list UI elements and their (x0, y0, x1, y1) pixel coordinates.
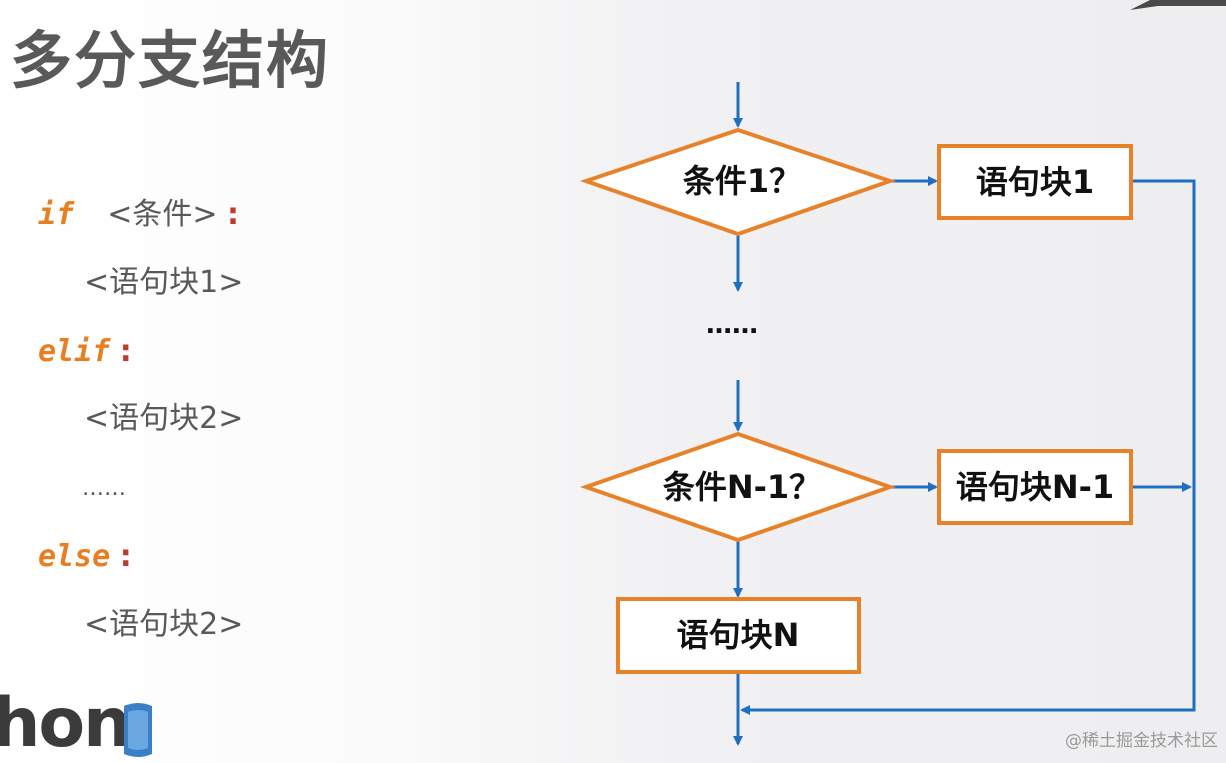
blockN-label: 语句块N (677, 616, 800, 654)
code-line-if: if <条件> : (38, 200, 239, 230)
block1-label: 语句块1 (976, 163, 1094, 201)
colon: : (227, 197, 240, 232)
ellipsis: …… (82, 476, 126, 501)
code-line-ellipsis: …… (82, 478, 126, 500)
process-blockN1 (937, 449, 1133, 525)
block1-placeholder: <语句块1> (84, 265, 244, 300)
arrow-block1-merge (740, 179, 1196, 715)
code-line-block1: <语句块1> (84, 268, 243, 298)
keyword-if: if (38, 197, 75, 232)
flow-ellipsis: …… (706, 310, 758, 340)
connectors (733, 82, 1196, 746)
code-line-else: else : (38, 542, 132, 572)
blockN1-label: 语句块N-1 (956, 468, 1114, 506)
code-line-block2: <语句块2> (84, 404, 243, 434)
corner-logo-icon (1130, 0, 1226, 10)
python-logo-icon (124, 703, 152, 757)
block-else-placeholder: <语句块2> (84, 607, 244, 642)
colon: : (119, 334, 132, 369)
code-line-elif: elif : (38, 337, 132, 367)
keyword-else: else (38, 539, 111, 574)
condN1-label: 条件N-1？ (663, 468, 821, 506)
process-blockN (616, 597, 861, 674)
python-logo-text: hon (0, 684, 132, 763)
keyword-elif: elif (38, 334, 111, 369)
block2-placeholder: <语句块2> (84, 401, 244, 436)
condition-placeholder: <条件> (107, 197, 218, 232)
colon: : (119, 539, 132, 574)
page-title: 多分支结构 (10, 24, 331, 97)
watermark: @稀土掘金技术社区 (1065, 731, 1218, 751)
decision-condN1 (579, 431, 897, 543)
cond1-label: 条件1？ (683, 162, 801, 200)
process-block1 (937, 144, 1133, 220)
code-line-block-else: <语句块2> (84, 610, 243, 640)
decision-cond1 (579, 127, 897, 237)
